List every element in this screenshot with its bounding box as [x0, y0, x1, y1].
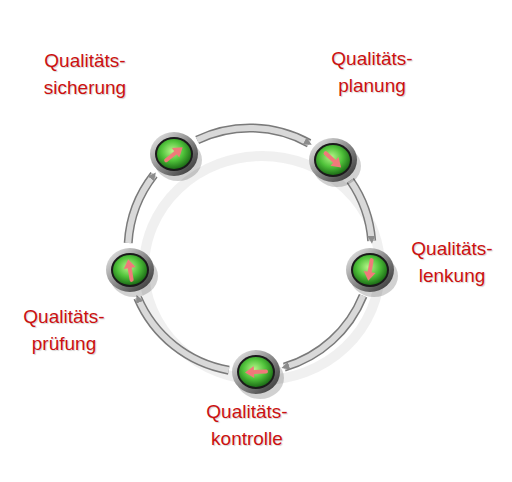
- button-ring: [155, 137, 193, 171]
- button-arrow: [321, 149, 345, 172]
- arrow-head: [122, 258, 135, 269]
- node-label: Qualitäts- prüfung: [5, 303, 123, 357]
- cycle-node: Qualitäts- planung: [307, 136, 359, 184]
- button-face: [239, 357, 273, 387]
- button-rim: [309, 138, 357, 182]
- arrow-shaft: [129, 266, 131, 280]
- node-label: Qualitäts- sicherung: [26, 47, 144, 101]
- ring-outline: [197, 128, 309, 143]
- ring-outline: [128, 175, 154, 243]
- cycle-node: Qualitäts- sicherung: [148, 130, 200, 178]
- cycle-node: Qualitäts- kontrolle: [230, 348, 282, 396]
- ring-outline: [138, 298, 229, 371]
- arrow-head: [172, 143, 187, 158]
- button-face: [316, 145, 350, 175]
- button-rim: [106, 248, 154, 292]
- ring-segment: [128, 175, 154, 243]
- button-face: [157, 139, 191, 169]
- button-arrow: [163, 143, 187, 165]
- arrow-shaft: [325, 153, 335, 162]
- ring-segment: [350, 181, 371, 241]
- button-symbol: [344, 246, 396, 294]
- button-symbol: [230, 348, 282, 396]
- arrow-head: [363, 271, 376, 282]
- ring-segment: [197, 128, 309, 143]
- ring-outline: [350, 181, 371, 241]
- button-symbol: [307, 136, 359, 184]
- arrow-head: [244, 366, 254, 378]
- node-label: Qualitäts- planung: [313, 45, 431, 99]
- button-arrow: [244, 365, 266, 378]
- ring-connector: [138, 298, 229, 371]
- button-symbol: [104, 246, 156, 294]
- ring-connector: [350, 181, 371, 241]
- button-arrow: [122, 258, 137, 281]
- button-ring: [351, 253, 389, 287]
- button-face: [113, 255, 147, 285]
- arrow-head: [330, 157, 345, 172]
- cycle-node: Qualitäts- prüfung: [104, 246, 156, 294]
- cycle-node: Qualitäts- lenkung: [344, 246, 396, 294]
- button-rim: [232, 350, 280, 394]
- button-ring: [111, 253, 149, 287]
- node-label: Qualitäts- lenkung: [393, 235, 511, 289]
- ring-outline: [284, 296, 363, 367]
- button-ring: [314, 143, 352, 177]
- ring-segment: [284, 296, 363, 367]
- ring-connector: [128, 175, 154, 243]
- ring-connector: [284, 296, 363, 367]
- ring-segment: [138, 298, 229, 371]
- node-label: Qualitäts- kontrolle: [188, 398, 306, 452]
- button-rim: [150, 132, 198, 176]
- button-rim: [346, 248, 394, 292]
- ring-connector: [197, 128, 309, 143]
- button-face: [353, 255, 387, 285]
- button-arrow: [363, 259, 378, 282]
- button-ring: [237, 355, 275, 389]
- arrow-shaft: [252, 369, 266, 374]
- arrow-shaft: [167, 152, 178, 161]
- arrow-shaft: [370, 260, 372, 274]
- button-symbol: [148, 130, 200, 178]
